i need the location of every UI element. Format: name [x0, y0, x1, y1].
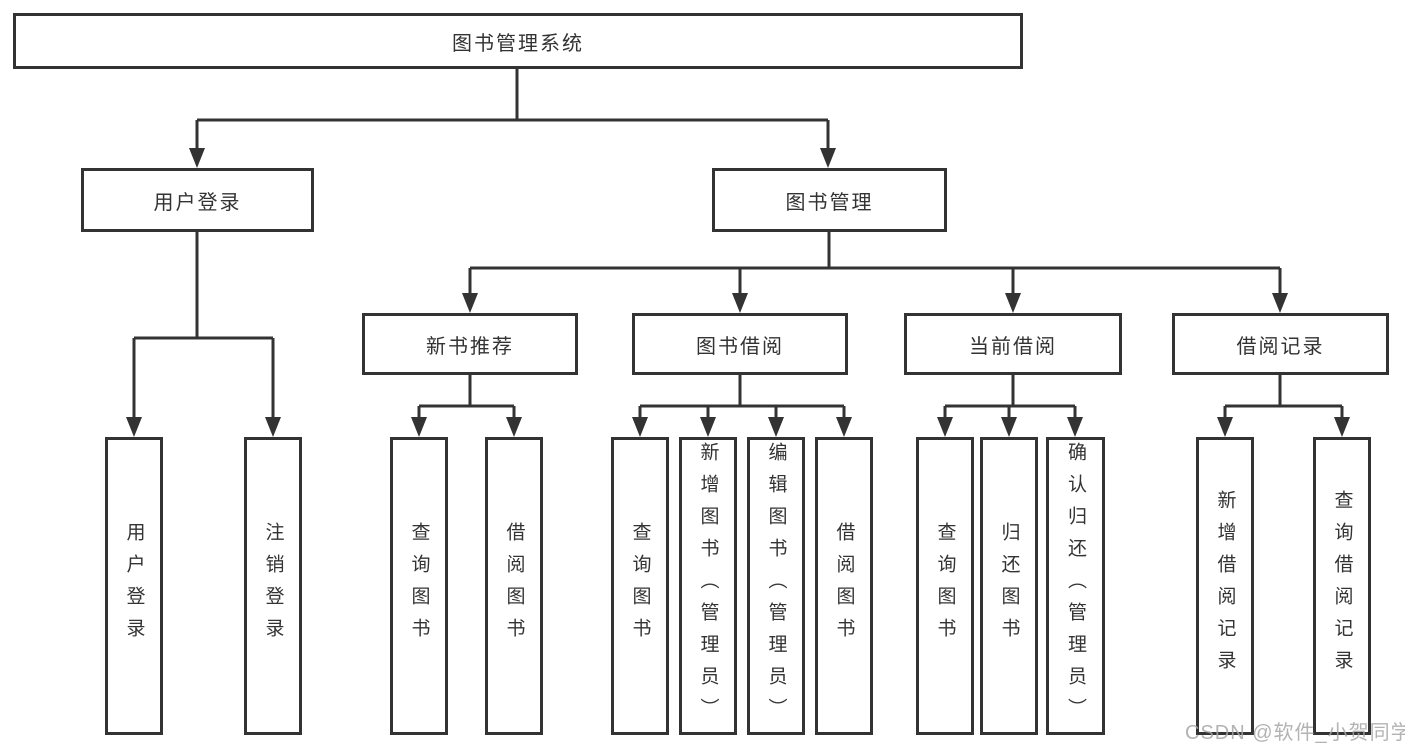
node-borrowing-records-label: 借阅记录 — [1236, 335, 1325, 358]
leaf-logout-label: 注销登录 — [262, 522, 284, 650]
leaf-confirm-return-admin-label: 确认归还（管理员） — [1065, 442, 1086, 730]
node-borrowing-records: 借阅记录 — [1172, 313, 1389, 375]
watermark-text: CSDN @软件_小贺同学 — [1185, 722, 1405, 744]
leaf-borrow-book-recommend-label: 借阅图书 — [503, 522, 525, 650]
leaf-return-book-label: 归还图书 — [998, 522, 1020, 650]
leaf-query-book-recommend-label: 查询图书 — [408, 522, 430, 650]
leaf-edit-book-admin-label: 编辑图书（管理员） — [765, 442, 787, 730]
node-library-system-label: 图书管理系统 — [452, 32, 584, 55]
leaf-user-login-label: 用户登录 — [123, 522, 145, 650]
leaf-return-book: 归还图书 — [980, 437, 1038, 735]
node-new-book-recommend: 新书推荐 — [362, 313, 578, 375]
arrowhead-icons — [126, 148, 1350, 437]
leaf-edit-book-admin: 编辑图书（管理员） — [747, 437, 805, 735]
leaf-query-book-current: 查询图书 — [916, 437, 974, 735]
leaf-query-book-borrowing-label: 查询图书 — [629, 522, 651, 650]
leaf-query-book-current-label: 查询图书 — [934, 522, 956, 650]
leaf-query-borrow-record-label: 查询借阅记录 — [1331, 490, 1353, 682]
node-library-system: 图书管理系统 — [13, 13, 1023, 69]
leaf-add-borrow-record-label: 新增借阅记录 — [1214, 490, 1236, 682]
leaf-add-book-admin: 新增图书（管理员） — [679, 437, 737, 735]
leaf-query-borrow-record: 查询借阅记录 — [1313, 437, 1371, 735]
leaf-add-borrow-record: 新增借阅记录 — [1196, 437, 1254, 735]
node-current-borrowing-label: 当前借阅 — [969, 335, 1057, 358]
leaf-user-login: 用户登录 — [105, 437, 163, 735]
node-book-management: 图书管理 — [712, 168, 947, 232]
leaf-query-book-recommend: 查询图书 — [390, 437, 448, 735]
node-book-borrowing: 图书借阅 — [632, 313, 848, 375]
leaf-logout: 注销登录 — [244, 437, 302, 735]
leaf-query-book-borrowing: 查询图书 — [611, 437, 669, 735]
node-book-management-label: 图书管理 — [785, 191, 874, 214]
leaf-borrow-book-label: 借阅图书 — [833, 522, 855, 650]
node-user-login: 用户登录 — [81, 168, 314, 232]
node-book-borrowing-label: 图书借阅 — [696, 335, 784, 358]
leaf-borrow-book: 借阅图书 — [815, 437, 873, 735]
node-new-book-recommend-label: 新书推荐 — [426, 335, 514, 358]
node-user-login-label: 用户登录 — [153, 191, 242, 214]
leaf-confirm-return-admin: 确认归还（管理员） — [1046, 437, 1105, 735]
leaf-borrow-book-recommend: 借阅图书 — [485, 437, 543, 735]
node-current-borrowing: 当前借阅 — [904, 313, 1122, 375]
leaf-add-book-admin-label: 新增图书（管理员） — [697, 442, 719, 730]
